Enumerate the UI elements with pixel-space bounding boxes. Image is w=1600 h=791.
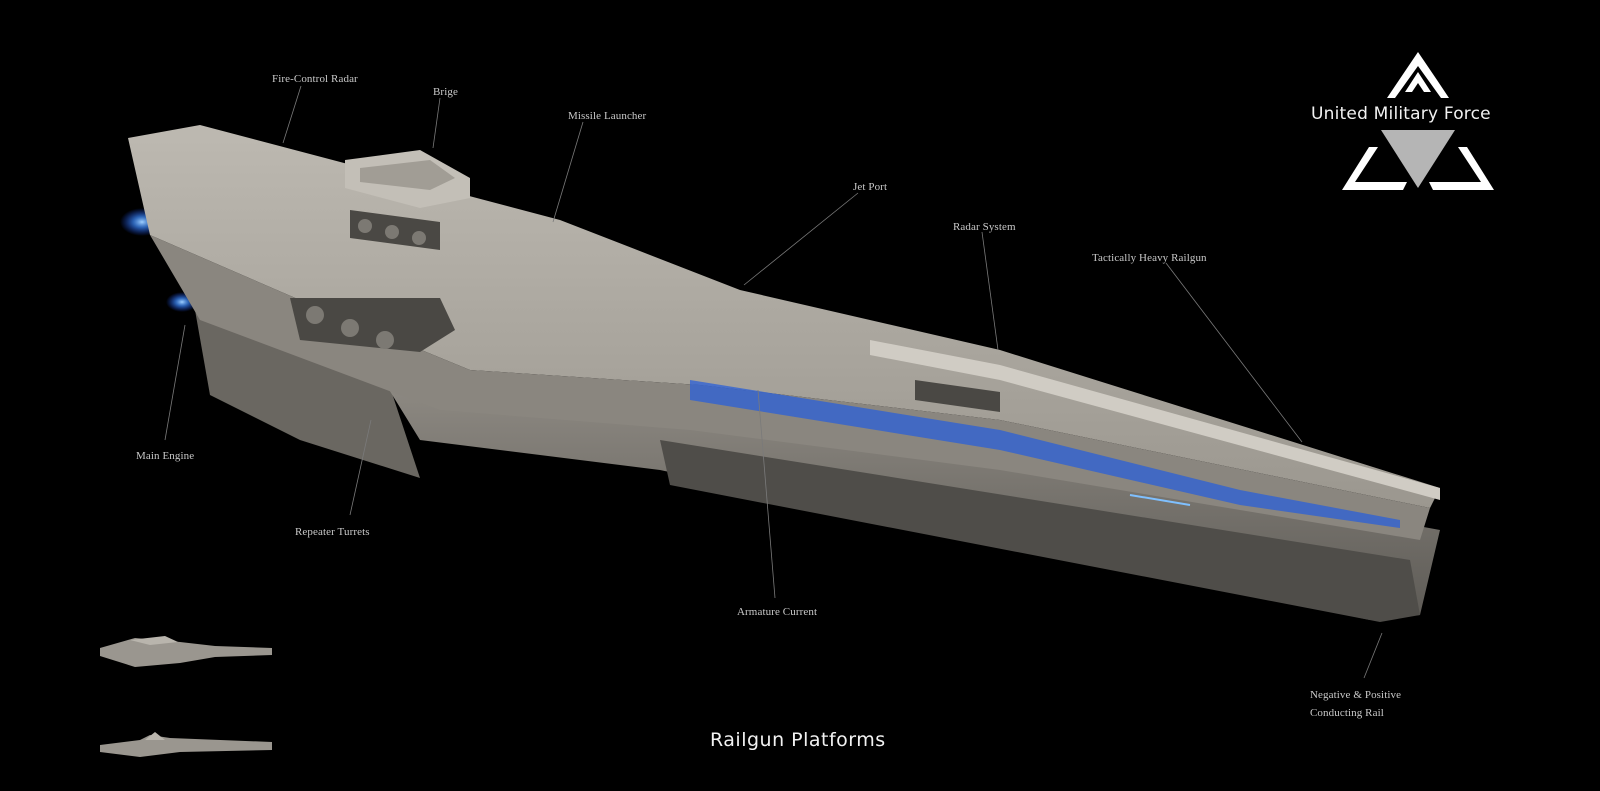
- leader-lines: [164, 85, 1383, 679]
- label-negative-positive-line1: Negative & Positive: [1310, 689, 1402, 701]
- turret-bay: [290, 298, 455, 352]
- chevron-triangle-emblem-icon: [1342, 52, 1494, 190]
- label-negative-positive-rail: Negative & Positive Conducting Rail: [1310, 686, 1401, 722]
- railgun-barrel: [870, 340, 1440, 500]
- ship-thumbnail-side: [100, 732, 272, 757]
- turret: [341, 319, 359, 337]
- label-negative-positive-line2: Conducting Rail: [1310, 707, 1384, 719]
- hull-deck: [128, 125, 1440, 508]
- label-armature-current: Armature Current: [737, 606, 818, 618]
- label-jet-port: Jet Port: [853, 181, 888, 193]
- label-tactically-heavy-railgun: Tactically Heavy Railgun: [1092, 252, 1207, 264]
- rear-turret-bay: [915, 380, 1000, 412]
- lower-rail: [660, 440, 1420, 622]
- label-radar-system: Radar System: [953, 221, 1016, 233]
- ship-thumbnail-top: [100, 636, 272, 667]
- turret: [376, 331, 394, 349]
- sheet-caption: Railgun Platforms: [710, 729, 886, 751]
- turret: [306, 306, 324, 324]
- energy-marking: [1129, 494, 1191, 506]
- energy-channel: [690, 380, 1400, 528]
- label-fire-control-radar: Fire-Control Radar: [272, 73, 358, 85]
- label-missile-launcher: Missile Launcher: [568, 110, 647, 122]
- brand-name: United Military Force: [1311, 104, 1491, 124]
- engine-pod: [195, 310, 420, 478]
- label-main-engine: Main Engine: [136, 450, 195, 462]
- label-repeater-turrets: Repeater Turrets: [295, 526, 370, 538]
- label-brige: Brige: [433, 86, 458, 98]
